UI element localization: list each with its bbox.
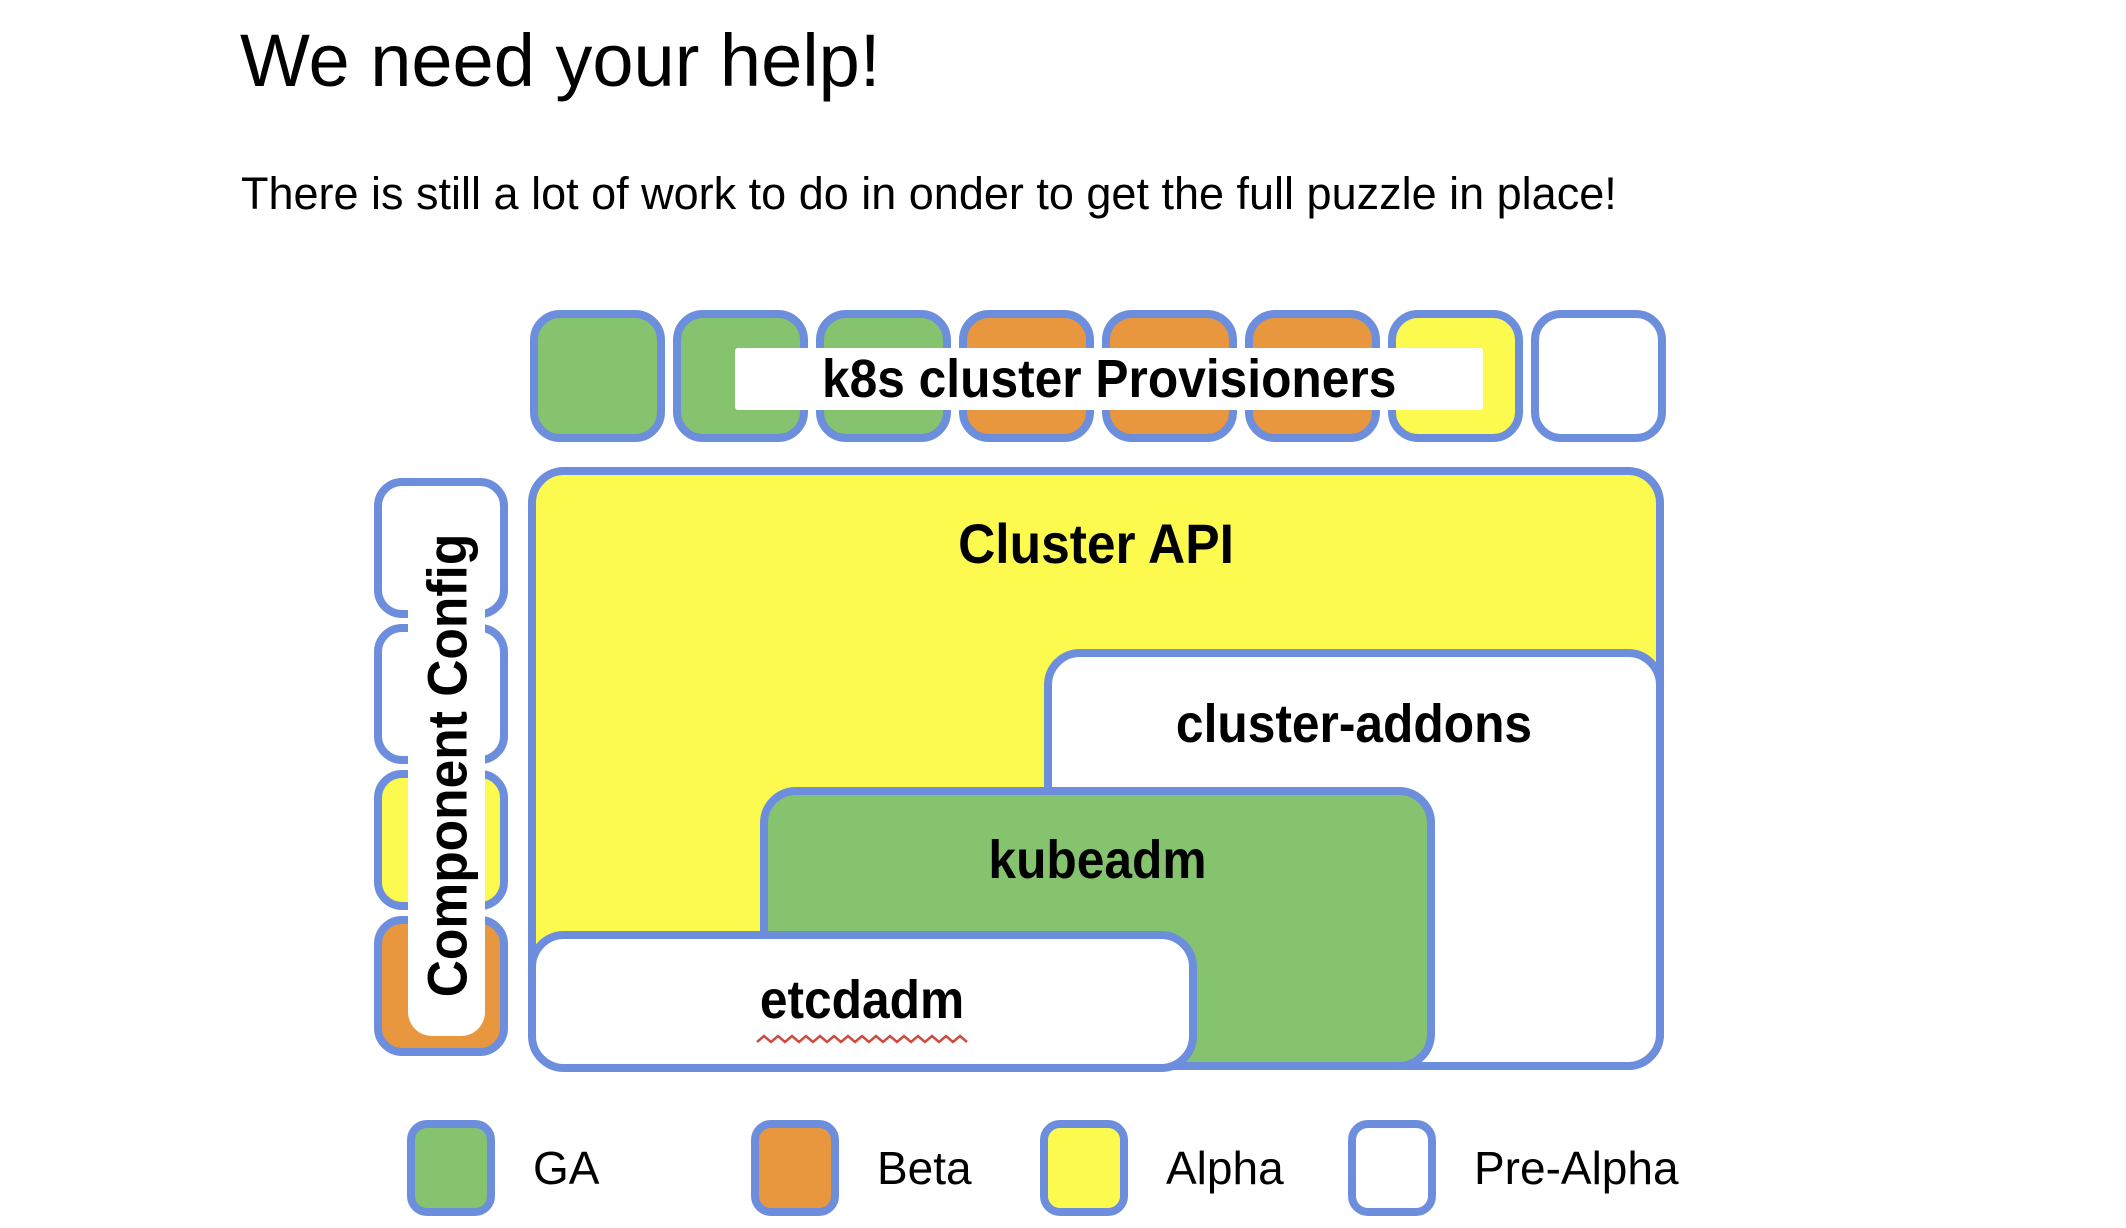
legend-label-ga: GA bbox=[533, 1142, 600, 1194]
spellcheck-squiggle-icon bbox=[755, 1034, 968, 1044]
box-kubeadm-label: kubeadm bbox=[988, 830, 1207, 890]
legend-label-beta: Beta bbox=[877, 1142, 972, 1194]
component-config-label: Component Config bbox=[415, 533, 479, 997]
provisioners-label: k8s cluster Provisioners bbox=[821, 349, 1397, 409]
status-chip-ga bbox=[530, 310, 665, 442]
legend-label-prealpha: Pre-Alpha bbox=[1474, 1142, 1679, 1194]
box-cluster-addons-label: cluster-addons bbox=[1175, 694, 1533, 754]
legend-item-alpha: Alpha bbox=[1040, 1120, 1284, 1216]
legend-swatch-alpha bbox=[1040, 1120, 1128, 1216]
legend-item-ga: GA bbox=[407, 1120, 599, 1216]
legend-swatch-prealpha bbox=[1348, 1120, 1436, 1216]
box-etcdadm-label: etcdadm bbox=[760, 970, 965, 1030]
legend-swatch-ga bbox=[407, 1120, 495, 1216]
legend-label-alpha: Alpha bbox=[1166, 1142, 1284, 1194]
status-chip-pre_alpha bbox=[1531, 310, 1666, 442]
legend-swatch-beta bbox=[751, 1120, 839, 1216]
page-title: We need your help! bbox=[240, 19, 881, 102]
box-cluster-api-label: Cluster API bbox=[958, 512, 1234, 575]
legend-item-beta: Beta bbox=[751, 1120, 972, 1216]
legend-item-prealpha: Pre-Alpha bbox=[1348, 1120, 1679, 1216]
page-subtitle: There is still a lot of work to do in on… bbox=[241, 168, 1617, 219]
provisioners-label-band: k8s cluster Provisioners bbox=[735, 348, 1483, 410]
component-config-label-band: Component Config bbox=[408, 494, 485, 1036]
box-etcdadm: etcdadm bbox=[528, 931, 1197, 1072]
